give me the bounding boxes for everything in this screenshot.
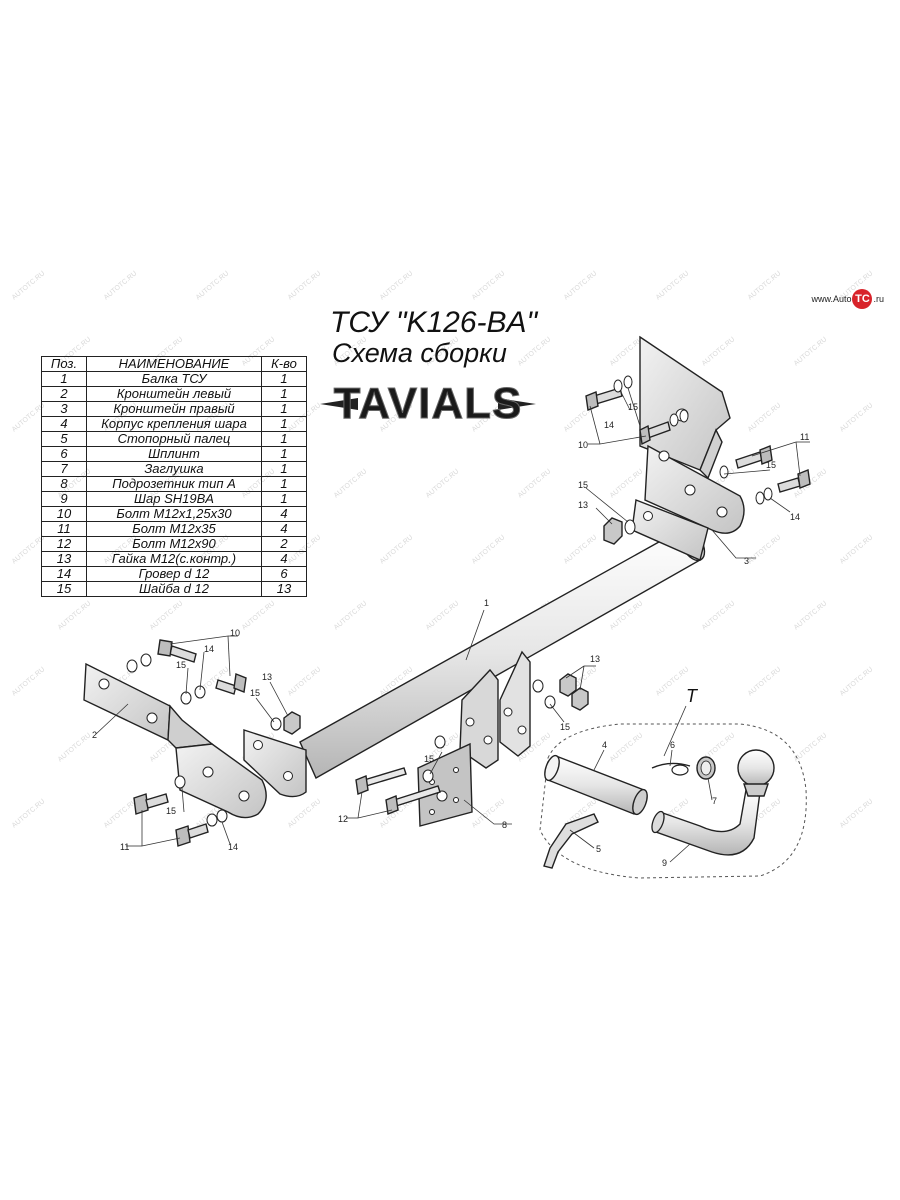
long-bolts bbox=[355, 767, 441, 815]
callout-15-center-right: 15 bbox=[560, 722, 570, 732]
leader-lines bbox=[95, 387, 810, 863]
site-suffix: .ru bbox=[873, 294, 884, 304]
callout-15-nut: 15 bbox=[578, 480, 588, 490]
callout-14-bottom: 14 bbox=[228, 842, 238, 852]
callout-12: 12 bbox=[338, 814, 348, 824]
socket-plate bbox=[417, 742, 473, 827]
callout-15-bottom: 15 bbox=[166, 806, 176, 816]
callouts: 1 2 3 4 5 6 7 8 9 10 10 11 11 12 13 13 1… bbox=[92, 402, 809, 868]
callout-2: 2 bbox=[92, 730, 97, 740]
table-header-row: Поз. НАИМЕНОВАНИЕ К-во bbox=[41, 356, 307, 372]
callout-7: 7 bbox=[712, 796, 717, 806]
cell-name: Шайба d 12 bbox=[86, 581, 262, 597]
cell-name: Болт М12х1,25х30 bbox=[86, 506, 262, 522]
cell-name: Шплинт bbox=[86, 446, 262, 462]
hardware bbox=[126, 375, 811, 847]
callout-15-top: 15 bbox=[628, 402, 638, 412]
cell-name: Заглушка bbox=[86, 461, 262, 477]
cell-pos: 14 bbox=[41, 566, 87, 582]
right-bracket bbox=[639, 335, 745, 534]
cell-name: Балка ТСУ bbox=[86, 371, 262, 387]
cell-name: Кронштейн правый bbox=[86, 401, 262, 417]
site-badge: TC bbox=[852, 289, 873, 309]
callout-3: 3 bbox=[744, 556, 749, 566]
callout-4: 4 bbox=[602, 740, 607, 750]
ball-kit bbox=[539, 723, 807, 879]
callout-15-left: 15 bbox=[176, 660, 186, 670]
callout-11-left: 11 bbox=[120, 842, 129, 852]
tow-beam bbox=[243, 499, 709, 798]
logo-text: TAVIALS bbox=[334, 379, 523, 428]
cell-name: Шар SH19BA bbox=[86, 491, 262, 507]
callout-15-mid: 15 bbox=[250, 688, 260, 698]
callout-14-left: 14 bbox=[204, 644, 214, 654]
callout-14-right: 14 bbox=[790, 512, 800, 522]
cell-name: Корпус крепления шара bbox=[86, 416, 262, 432]
callout-kit: T bbox=[686, 686, 699, 706]
left-bracket bbox=[83, 662, 267, 819]
cell-qty: 13 bbox=[261, 581, 307, 597]
site-prefix: www.Auto bbox=[811, 294, 852, 304]
page-subtitle: Схема сборки bbox=[332, 338, 507, 368]
callout-15-center: 15 bbox=[424, 754, 434, 764]
callout-13-left: 13 bbox=[262, 672, 272, 682]
cell-qty: 1 bbox=[261, 386, 307, 402]
callout-10-top: 10 bbox=[578, 440, 588, 450]
page-title: ТСУ "K126-BA" bbox=[330, 306, 538, 339]
callout-11-right: 11 bbox=[800, 432, 809, 442]
callout-6: 6 bbox=[670, 740, 675, 750]
callout-9: 9 bbox=[662, 858, 667, 868]
callout-13-right: 13 bbox=[578, 500, 588, 510]
callout-15-right: 15 bbox=[766, 460, 776, 470]
cell-pos: 11 bbox=[41, 521, 87, 537]
callout-14-top: 14 bbox=[604, 420, 614, 430]
brand-logo: TAVIALS bbox=[320, 379, 536, 429]
callout-13-center: 13 bbox=[590, 654, 600, 664]
header-qty: К-во bbox=[261, 356, 307, 372]
callout-8: 8 bbox=[502, 820, 507, 830]
callout-10-left: 10 bbox=[230, 628, 240, 638]
callout-5: 5 bbox=[596, 844, 601, 854]
callout-1: 1 bbox=[484, 598, 489, 608]
